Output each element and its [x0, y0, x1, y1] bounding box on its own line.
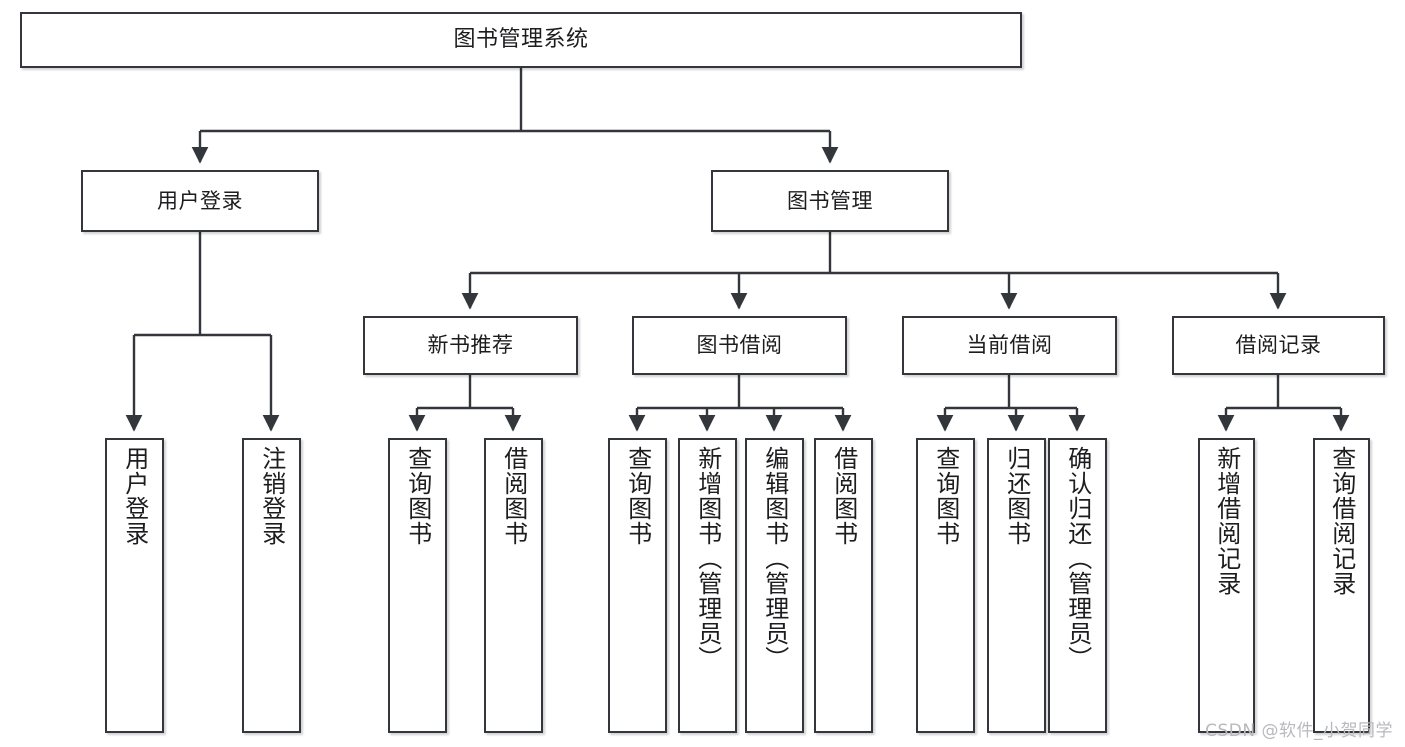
node-leaf-confirm-return[interactable]: 确认归还（管理员） [1048, 438, 1107, 733]
node-new-book-rec-label: 新书推荐 [427, 333, 514, 358]
node-book-manage[interactable]: 图书管理 [711, 170, 949, 232]
node-leaf-query-book-1-label: 查询图书 [403, 446, 432, 546]
node-leaf-user-logout-label: 注销登录 [257, 446, 286, 546]
node-leaf-edit-book[interactable]: 编辑图书（管理员） [745, 438, 804, 733]
node-borrow-record[interactable]: 借阅记录 [1172, 316, 1385, 375]
node-leaf-return-book[interactable]: 归还图书 [987, 438, 1046, 733]
node-leaf-return-book-label: 归还图书 [1002, 446, 1031, 546]
node-leaf-user-login[interactable]: 用户登录 [105, 438, 164, 733]
node-leaf-borrow-book-2-label: 借阅图书 [829, 446, 858, 546]
node-borrow-record-label: 借阅记录 [1235, 333, 1322, 358]
node-leaf-user-logout[interactable]: 注销登录 [242, 438, 301, 733]
node-leaf-query-book-3-label: 查询图书 [931, 446, 960, 546]
node-new-book-rec[interactable]: 新书推荐 [363, 316, 578, 375]
node-book-borrow[interactable]: 图书借阅 [632, 316, 847, 375]
node-leaf-confirm-return-label: 确认归还（管理员） [1063, 446, 1092, 671]
node-current-borrow[interactable]: 当前借阅 [902, 316, 1117, 375]
node-book-manage-label: 图书管理 [787, 188, 873, 213]
node-leaf-borrow-book-1[interactable]: 借阅图书 [484, 438, 543, 733]
node-user-login-label: 用户登录 [157, 188, 243, 213]
csdn-watermark: CSDN @软件_小贺同学 [1205, 721, 1393, 741]
node-leaf-add-book-label: 新增图书（管理员） [693, 446, 722, 671]
node-book-borrow-label: 图书借阅 [696, 333, 783, 358]
node-leaf-edit-book-label: 编辑图书（管理员） [760, 446, 789, 671]
node-leaf-user-login-label: 用户登录 [120, 446, 149, 546]
node-leaf-add-record[interactable]: 新增借阅记录 [1198, 438, 1255, 733]
node-leaf-query-book-2[interactable]: 查询图书 [608, 438, 667, 733]
node-leaf-query-record-label: 查询借阅记录 [1327, 446, 1356, 596]
node-leaf-query-book-2-label: 查询图书 [623, 446, 652, 546]
node-user-login[interactable]: 用户登录 [81, 170, 319, 232]
node-root-label: 图书管理系统 [453, 27, 589, 53]
node-leaf-borrow-book-1-label: 借阅图书 [499, 446, 528, 546]
node-leaf-borrow-book-2[interactable]: 借阅图书 [814, 438, 873, 733]
node-leaf-query-book-1[interactable]: 查询图书 [388, 438, 447, 733]
node-current-borrow-label: 当前借阅 [966, 333, 1053, 358]
node-leaf-query-book-3[interactable]: 查询图书 [916, 438, 975, 733]
node-leaf-query-record[interactable]: 查询借阅记录 [1313, 438, 1370, 733]
node-leaf-add-record-label: 新增借阅记录 [1212, 446, 1241, 596]
node-leaf-add-book[interactable]: 新增图书（管理员） [678, 438, 737, 733]
node-root[interactable]: 图书管理系统 [20, 12, 1022, 68]
